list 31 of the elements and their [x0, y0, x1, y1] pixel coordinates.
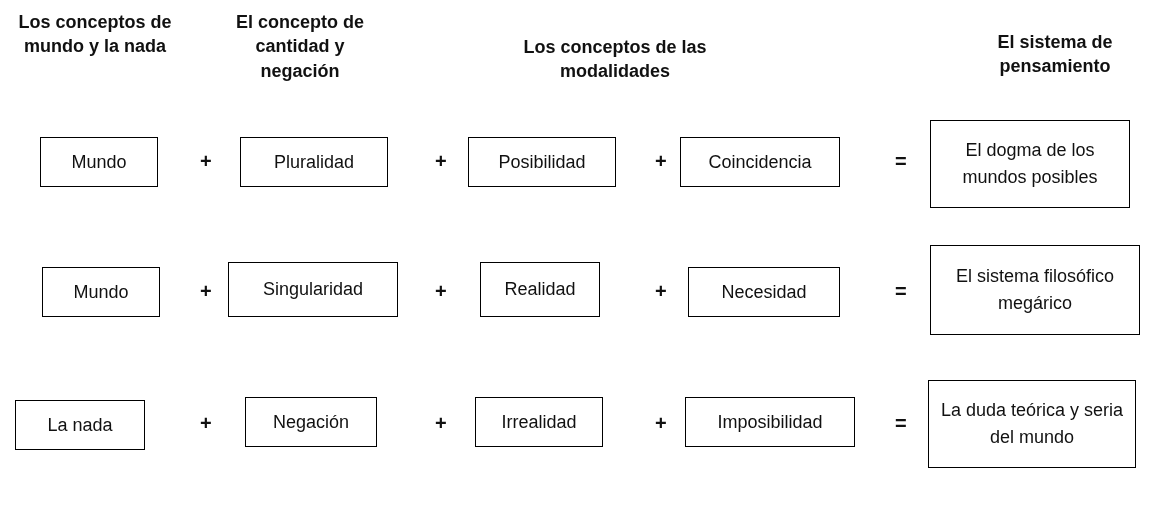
column-heading: Los conceptos de mundo y la nada: [17, 11, 173, 59]
concept-box: Realidad: [480, 262, 600, 317]
column-heading: Los conceptos de las modalidades: [522, 36, 708, 84]
column-heading: El concepto de cantidad y negación: [235, 11, 365, 83]
concept-box: Singularidad: [228, 262, 398, 317]
concept-box: Negación: [245, 397, 377, 447]
operator-sign: +: [655, 150, 667, 173]
operator-sign: +: [435, 412, 447, 435]
operator-sign: +: [655, 412, 667, 435]
concept-box: La nada: [15, 400, 145, 450]
concept-box: Posibilidad: [468, 137, 616, 187]
concept-box: La duda teórica y seria del mundo: [928, 380, 1136, 468]
operator-sign: +: [200, 412, 212, 435]
operator-sign: +: [200, 280, 212, 303]
concept-box: Mundo: [42, 267, 160, 317]
concept-box: Coincidencia: [680, 137, 840, 187]
concept-box: Necesidad: [688, 267, 840, 317]
operator-sign: =: [895, 150, 907, 173]
operator-sign: +: [655, 280, 667, 303]
operator-sign: +: [435, 280, 447, 303]
operator-sign: =: [895, 412, 907, 435]
concept-box: Pluralidad: [240, 137, 388, 187]
concept-box: El sistema filosófico megárico: [930, 245, 1140, 335]
concept-box: Imposibilidad: [685, 397, 855, 447]
operator-sign: =: [895, 280, 907, 303]
operator-sign: +: [200, 150, 212, 173]
column-heading: El sistema de pensamiento: [996, 31, 1114, 79]
operator-sign: +: [435, 150, 447, 173]
concept-box: Mundo: [40, 137, 158, 187]
concept-box: El dogma de los mundos posibles: [930, 120, 1130, 208]
concept-box: Irrealidad: [475, 397, 603, 447]
